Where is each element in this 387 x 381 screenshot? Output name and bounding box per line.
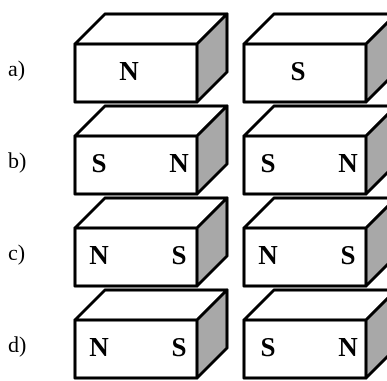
bar-magnet: N (73, 12, 229, 104)
pole-label: N (338, 332, 358, 362)
pole-label: S (340, 240, 355, 270)
pole-label: N (258, 240, 278, 270)
magnet-top-face (242, 196, 387, 230)
pole-label: S (171, 240, 186, 270)
magnet-front-face (73, 226, 199, 288)
pole-label: S (91, 148, 106, 178)
row-label: a) (8, 56, 25, 81)
magnet-top-face (242, 288, 387, 322)
row-label: b) (8, 148, 26, 173)
pole-label: N (89, 240, 109, 270)
pole-label: S (260, 148, 275, 178)
pole-label: S (171, 332, 186, 362)
magnet-front-face (242, 318, 368, 380)
row-label: c) (8, 240, 25, 265)
magnet-top-face (242, 12, 387, 46)
magnet-front-face (73, 134, 199, 196)
pole-label: N (169, 148, 189, 178)
magnet-front-face (73, 318, 199, 380)
pole-label: S (260, 332, 275, 362)
magnet-front-face (73, 42, 199, 104)
row-label: d) (8, 332, 26, 357)
pole-label: N (89, 332, 109, 362)
bar-magnet: S (242, 12, 387, 104)
pole-label: N (119, 56, 139, 86)
magnet-front-face (242, 134, 368, 196)
magnet-front-face (242, 226, 368, 288)
magnet-top-face (242, 104, 387, 138)
magnet-front-face (242, 42, 368, 104)
pole-label: N (338, 148, 358, 178)
pole-label: S (290, 56, 305, 86)
